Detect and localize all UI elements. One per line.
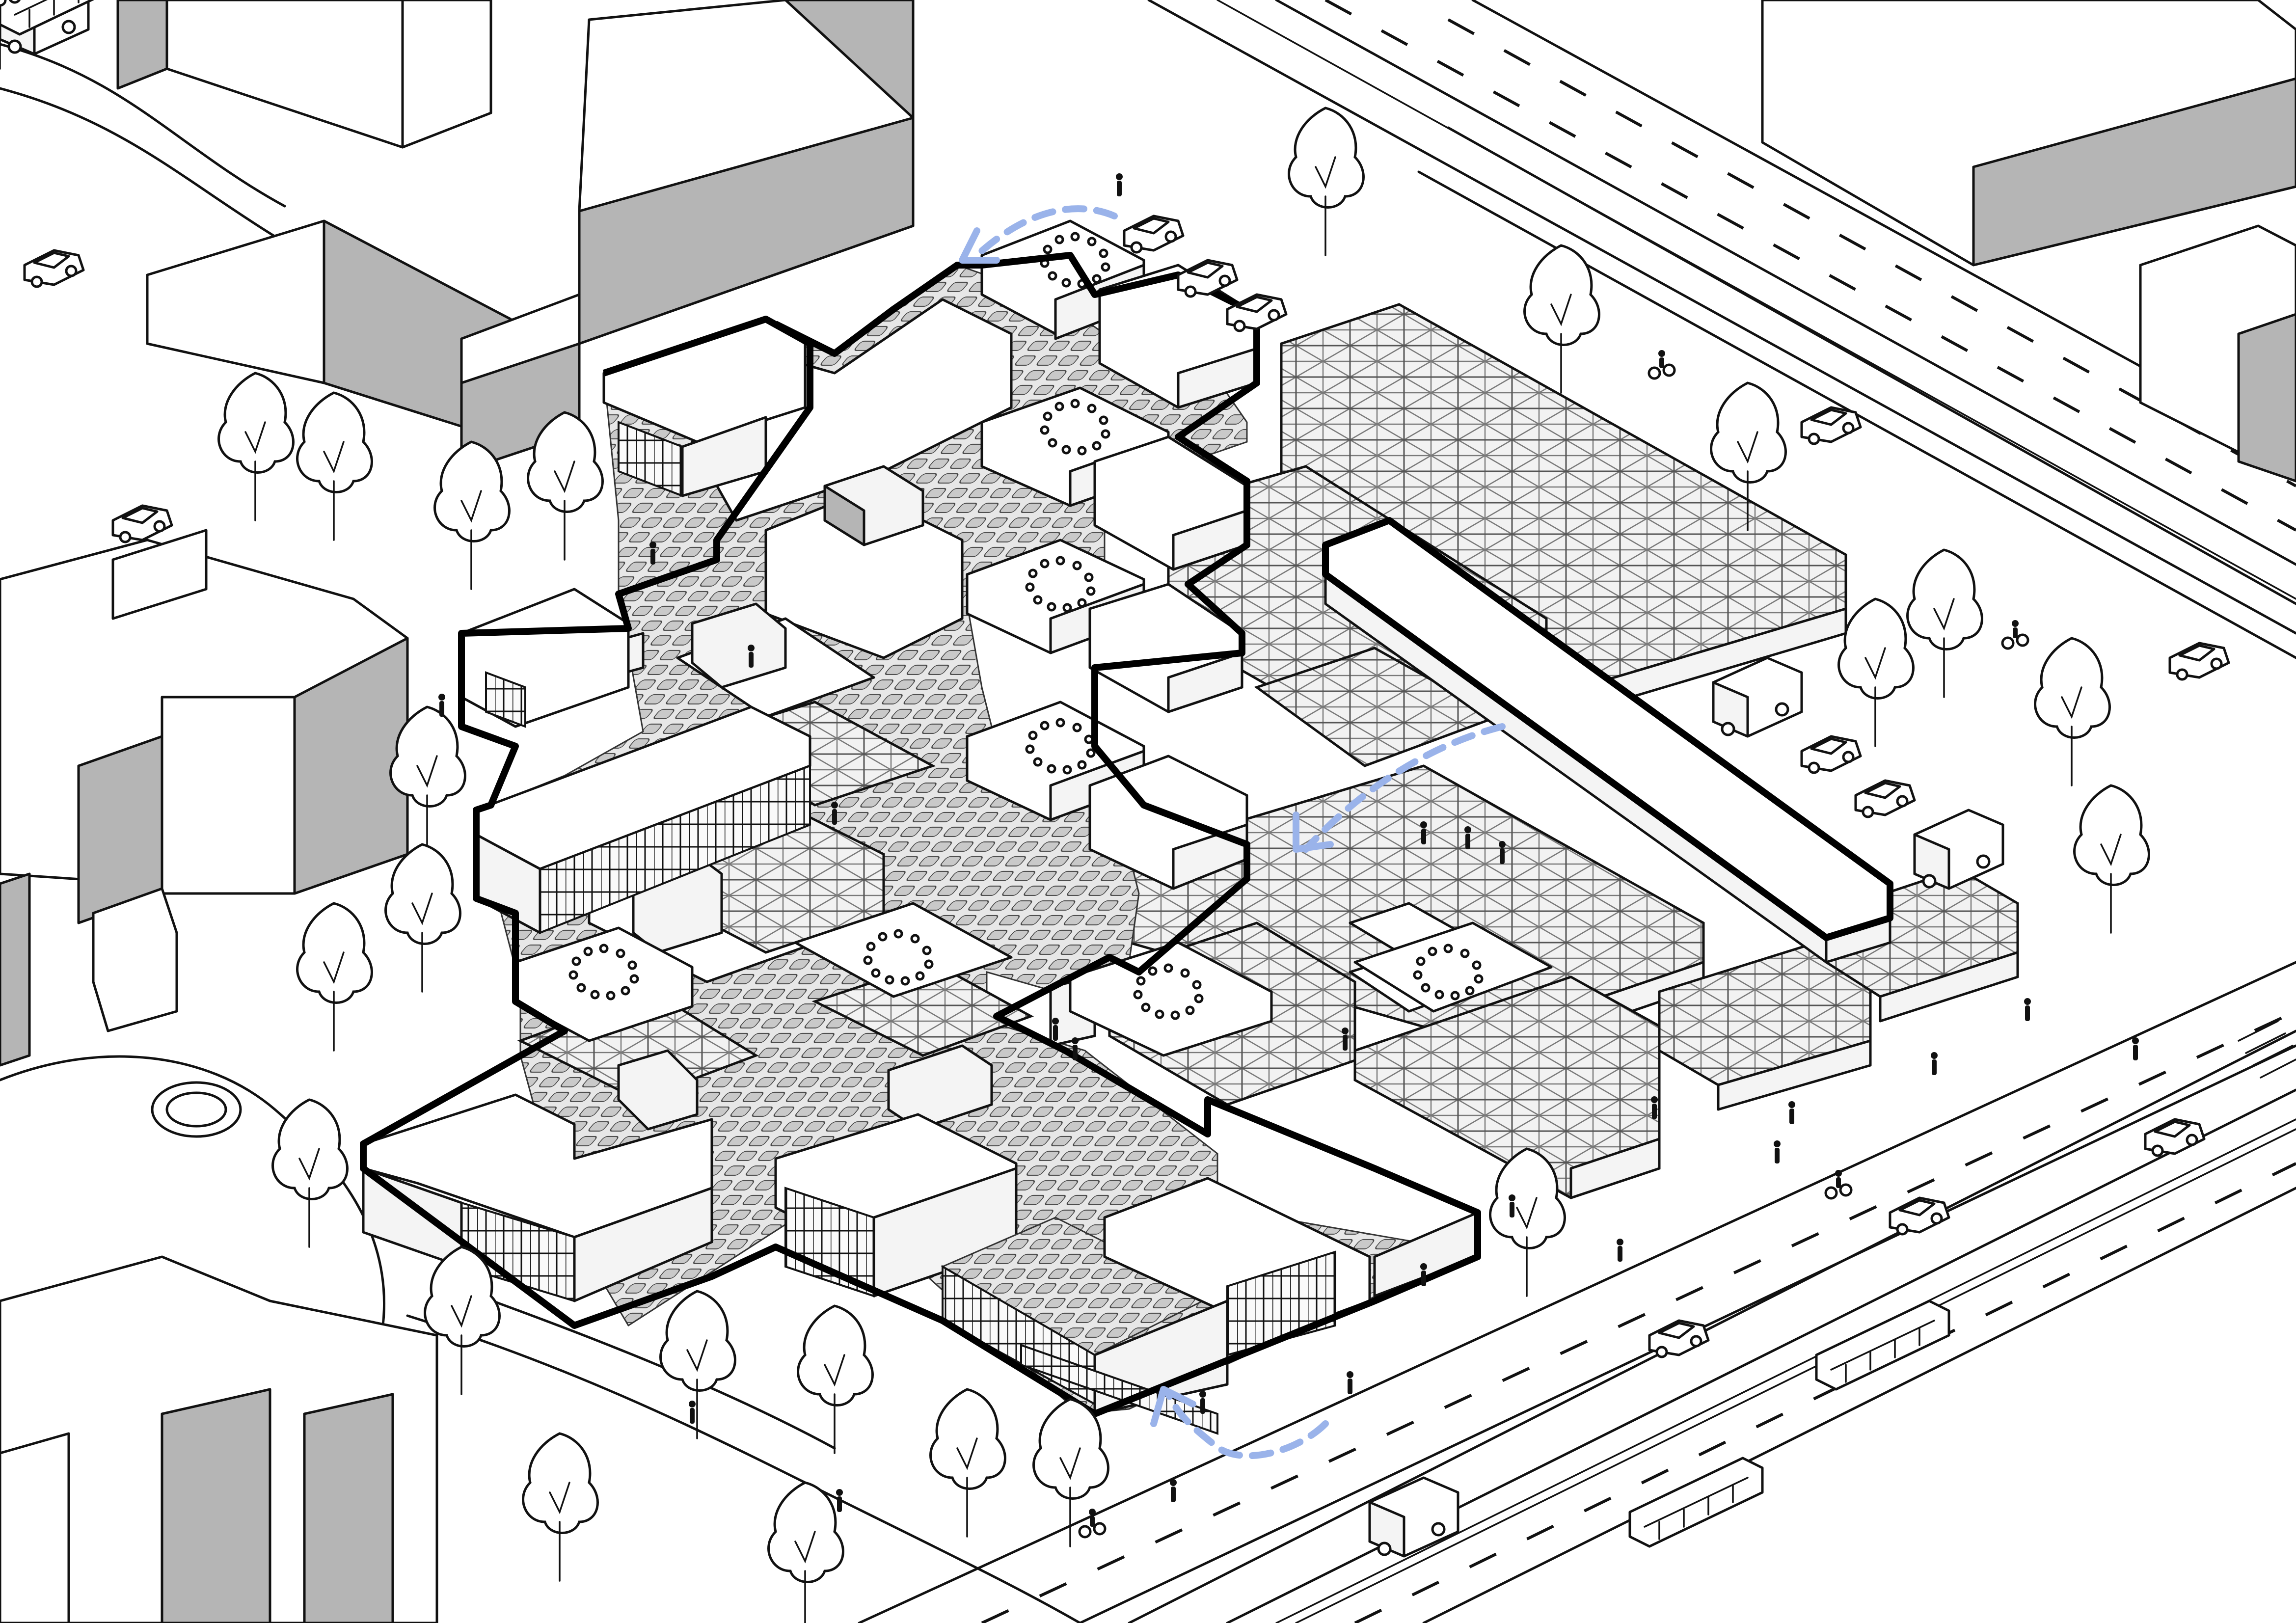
access-arrows (959, 205, 1506, 1460)
long-bar-building (1322, 517, 1893, 964)
pavilion-upper (514, 219, 1553, 1057)
classroom-blocks (362, 318, 1479, 1435)
people (0, 0, 2139, 1537)
zebra-crossing (2238, 1020, 2296, 1079)
vehicles (0, 0, 2229, 1556)
arrow-east (1302, 723, 1506, 853)
arrow-south (1165, 1391, 1329, 1460)
arrow-north (973, 205, 1118, 259)
school-complex (360, 219, 1553, 1435)
school-outline (360, 252, 1481, 1417)
